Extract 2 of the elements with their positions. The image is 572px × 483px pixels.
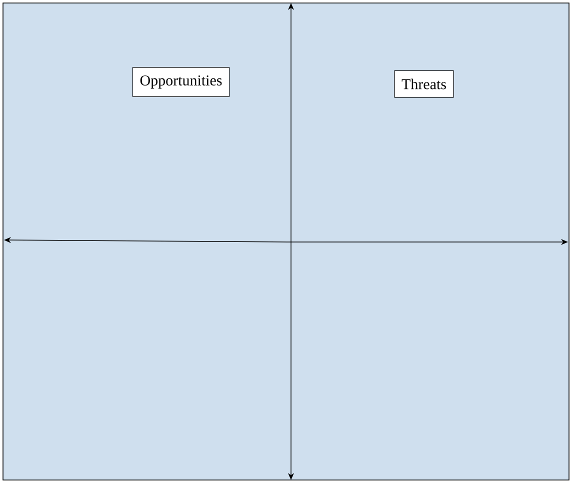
label-box: Opportunities	[132, 67, 230, 97]
label-box: Threats	[394, 70, 454, 98]
